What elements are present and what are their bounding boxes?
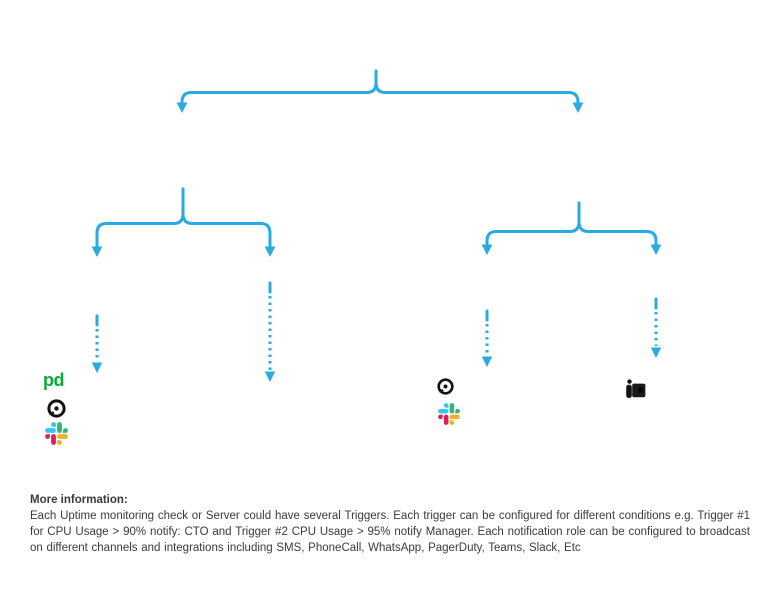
slack-icon: [45, 422, 68, 445]
dashed-arrow-3: [481, 309, 493, 367]
footer-body: Each Uptime monitoring check or Server c…: [30, 510, 750, 554]
arrowhead-icon: [264, 371, 276, 382]
teams-icon: [626, 379, 646, 398]
whatsapp-icon: [437, 378, 454, 395]
slack-icon: [438, 403, 460, 425]
arrowhead-icon: [481, 356, 493, 367]
root-split-bracket: [176, 69, 584, 113]
pagerduty-logo: pd: [43, 370, 65, 390]
footer-info: More information: Each Uptime monitoring…: [30, 492, 750, 556]
dashed-arrow-2: [264, 281, 276, 382]
arrowhead-icon: [572, 102, 584, 113]
dashed-arrow-1: [91, 314, 103, 373]
phonecall-icon: [47, 399, 66, 418]
arrowhead-icon: [264, 246, 276, 257]
arrowhead-icon: [650, 347, 662, 358]
right-branch-bracket: [481, 201, 662, 255]
arrowhead-icon: [91, 246, 103, 257]
arrowhead-icon: [176, 102, 188, 113]
left-branch-bracket: [91, 187, 276, 257]
arrowhead-icon: [91, 362, 103, 373]
footer-heading: More information:: [30, 494, 128, 506]
arrowhead-icon: [481, 244, 493, 255]
dashed-arrow-4: [650, 297, 662, 358]
arrowhead-icon: [650, 244, 662, 255]
